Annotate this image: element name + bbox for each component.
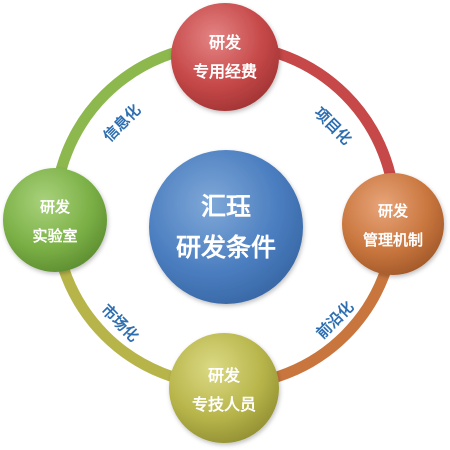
center-circle [149,150,303,304]
node-bottom-line1: 研发 [208,366,241,385]
node-bottom-line2: 专技人员 [192,395,256,414]
node-bottom-circle [169,333,279,443]
ring-label-top-right: 项目化 [311,104,356,149]
node-right-line2: 管理机制 [363,231,423,249]
node-right-circle [342,173,444,275]
node-right-line1: 研发 [378,202,409,220]
center-subtitle: 研发条件 [176,233,276,262]
node-top-line2: 专用经费 [193,62,257,81]
node-left-circle [3,168,107,272]
node-top-line1: 研发 [209,33,242,52]
node-top-circle [171,3,279,111]
ring-label-top-left: 信息化 [100,101,145,146]
center-title: 汇珏 [201,192,251,221]
node-left-line1: 研发 [40,198,71,216]
node-left-line2: 实验室 [32,227,77,245]
